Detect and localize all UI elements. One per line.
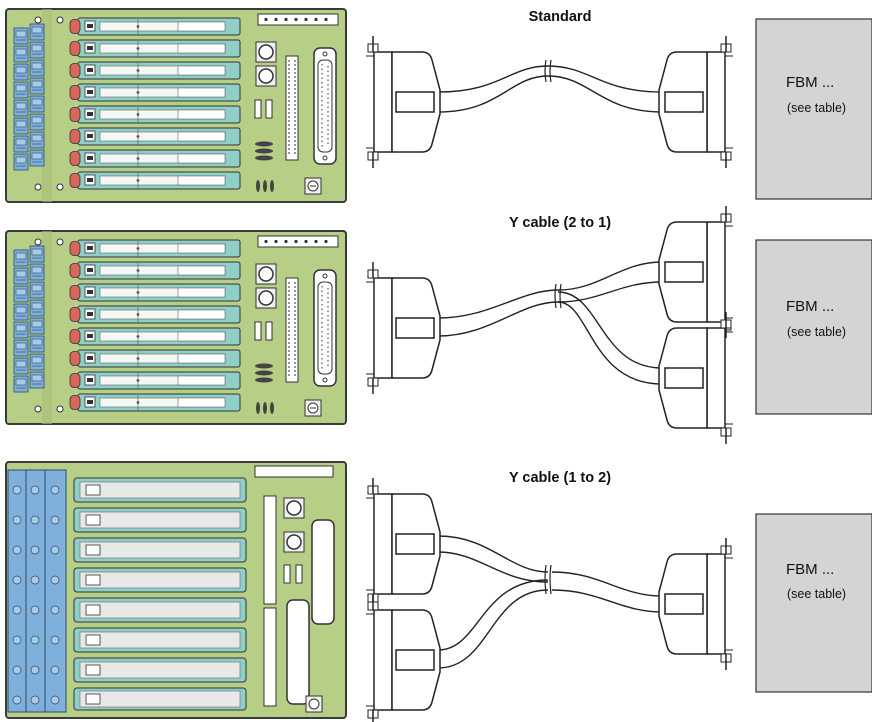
fbm-box: FBM ... (see table) [755, 18, 872, 200]
cable [437, 535, 663, 669]
fbm-note: (see table) [787, 587, 846, 601]
section-y-cable-1-to-2: Y cable (1 to 2) FBM ... (see table) [5, 461, 872, 722]
section-title: Y cable (1 to 2) [509, 470, 611, 486]
section-standard: Standard FBM ... (see table) [6, 9, 872, 202]
section-y-cable-2-to-1: Y cable (2 to 1) FBM ... (see table) [6, 206, 872, 444]
fbm-label: FBM ... [786, 298, 834, 315]
termination-assembly [6, 231, 346, 424]
cable-connector [659, 312, 733, 444]
termination-assembly [6, 9, 346, 202]
cable-connector [659, 36, 733, 168]
cable-connector [659, 538, 733, 670]
fbm-note: (see table) [787, 325, 846, 339]
cable-connector [365, 35, 441, 169]
section-title: Y cable (2 to 1) [509, 215, 611, 231]
section-title: Standard [529, 9, 592, 25]
termination-assembly [5, 461, 347, 719]
fbm-box: FBM ... (see table) [755, 513, 872, 693]
fbm-note: (see table) [787, 101, 846, 115]
fbm-label: FBM ... [786, 561, 834, 578]
cable [437, 59, 663, 113]
cable-connector [659, 206, 733, 338]
cable-connector [365, 261, 441, 395]
cable [437, 261, 663, 385]
cable-connector [365, 477, 441, 611]
cable-connector [365, 593, 441, 722]
fbm-label: FBM ... [786, 74, 834, 91]
fbm-box: FBM ... (see table) [755, 239, 872, 415]
